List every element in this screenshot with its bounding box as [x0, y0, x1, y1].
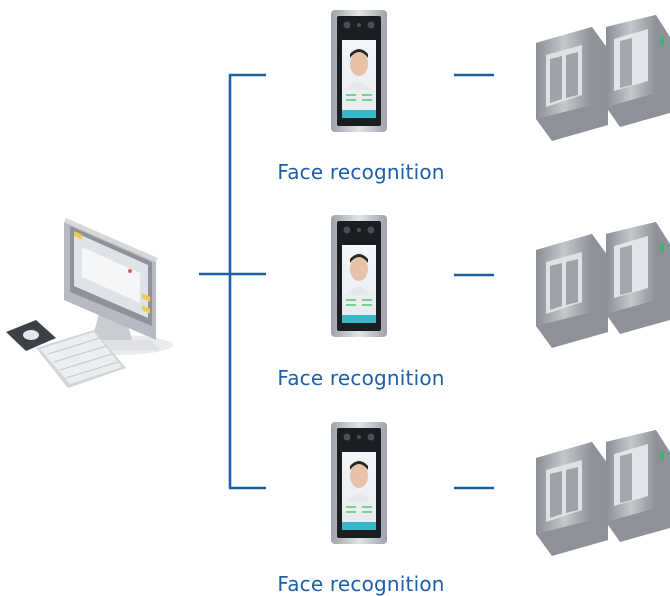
node-label: Face recognition [277, 160, 445, 184]
desktop-computer-icon [6, 218, 173, 388]
face-recognition-terminal-icon [331, 422, 387, 544]
turnstile-gate-icon [536, 430, 670, 556]
turnstile-gate-icon [536, 222, 670, 348]
node-label: Face recognition [277, 572, 445, 596]
turnstile-gate-icon [536, 15, 670, 141]
face-recognition-terminal-icon [331, 215, 387, 337]
connector-lines [199, 73, 494, 490]
face-recognition-terminal-icon [331, 10, 387, 132]
node-label: Face recognition [277, 366, 445, 390]
